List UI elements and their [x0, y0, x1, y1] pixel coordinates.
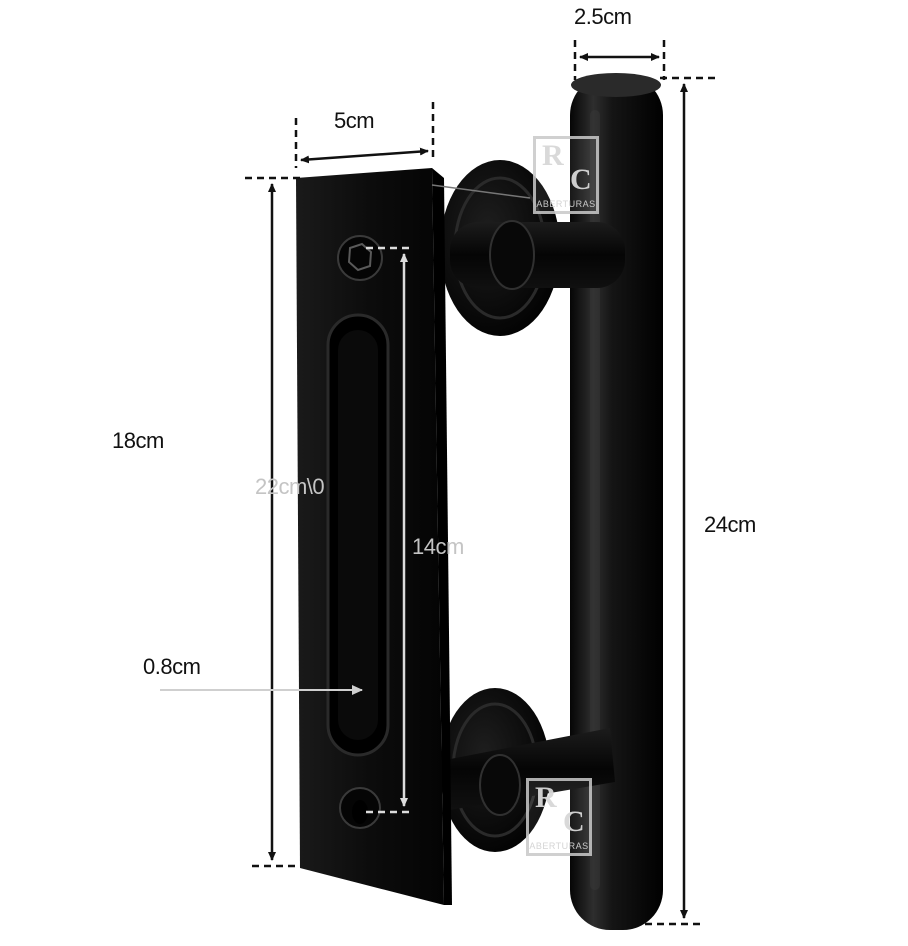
watermark-logo-top: R C ABERTURAS — [533, 136, 599, 214]
dimension-bar-diameter — [573, 40, 666, 80]
handle-bar — [570, 73, 663, 930]
watermark-letter-c: C — [563, 805, 585, 838]
label-slot-depth: 0.8cm — [143, 654, 201, 679]
dimension-plate-width — [294, 102, 435, 168]
watermark-letter-r: R — [542, 139, 564, 172]
watermark-letter-r: R — [535, 781, 557, 814]
watermark-caption: ABERTURAS — [536, 199, 596, 209]
dimension-bar-length — [645, 76, 718, 926]
top-standoff — [440, 160, 625, 336]
label-bar-diameter: 2.5cm — [574, 4, 632, 29]
bottom-standoff — [440, 688, 615, 852]
label-plate-width: 5cm — [334, 108, 375, 133]
label-bar-length: 24cm — [704, 512, 756, 537]
label-plate-height: 18cm — [112, 428, 164, 453]
watermark-letter-c: C — [570, 163, 592, 196]
label-hole-spacing: 14cm — [412, 534, 464, 559]
watermark-caption: ABERTURAS — [529, 841, 589, 851]
pointer-line — [431, 184, 531, 199]
watermark-logo-bottom: R C ABERTURAS — [526, 778, 592, 856]
dimension-plate-height — [245, 176, 300, 868]
label-hole-spacing-plain: 22cm\0 — [255, 474, 325, 499]
dimension-hole-spacing — [366, 246, 412, 814]
